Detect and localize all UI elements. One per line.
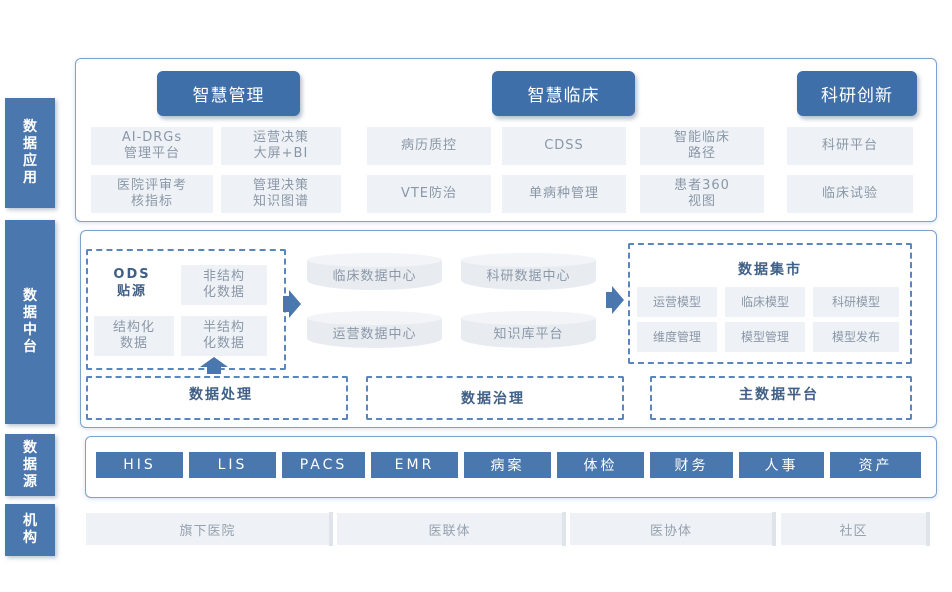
up-arrow-stem <box>207 366 221 374</box>
right-arrow-stem-1 <box>283 296 289 312</box>
data-processing-label: 数据处理 <box>189 387 253 403</box>
org-edge-3 <box>772 512 776 546</box>
up-arrow-icon <box>200 357 228 367</box>
app-cell-knowledge-graph: 管理决策 知识图谱 <box>221 175 341 213</box>
source-physical-exam: 体检 <box>557 452 644 478</box>
org-medical-alliance: 医联体 <box>337 513 562 545</box>
mart-cell-ops-model: 运营模型 <box>637 287 717 317</box>
source-pacs: PACS <box>282 452 365 478</box>
ods-title: ODS 贴源 <box>113 267 151 299</box>
data-governance-box <box>366 376 624 420</box>
mart-cell-clinical-model: 临床模型 <box>725 287 805 317</box>
source-his: HIS <box>96 452 183 478</box>
knowledge-base-platform: 知识库平台 <box>461 311 596 353</box>
data-mart-group <box>628 243 912 364</box>
app-cell-research-platform: 科研平台 <box>787 127 913 165</box>
org-medical-cooperation: 医协体 <box>570 513 772 545</box>
clinical-data-center: 临床数据中心 <box>307 253 442 295</box>
clinical-data-center-label: 临床数据中心 <box>332 269 417 284</box>
source-lis: LIS <box>189 452 276 478</box>
smart-management-header: 智慧管理 <box>157 71 300 116</box>
right-arrow-stem-2 <box>606 292 612 308</box>
operation-data-center: 运营数据中心 <box>307 311 442 353</box>
org-community: 社区 <box>781 513 926 545</box>
app-cell-patient-360: 患者360 视图 <box>640 175 764 213</box>
ods-cell-structured: 结构化 数据 <box>94 316 174 356</box>
sidebar-data-platform: 数据中台 <box>5 220 55 424</box>
knowledge-base-platform-label: 知识库平台 <box>493 327 564 342</box>
smart-clinical-header: 智慧临床 <box>492 71 635 116</box>
org-edge-1 <box>329 512 333 546</box>
source-assets: 资产 <box>830 452 921 478</box>
app-cell-ops-decision: 运营决策 大屏+BI <box>221 127 341 165</box>
app-cell-single-disease: 单病种管理 <box>502 175 626 213</box>
app-cell-vte: VTE防治 <box>367 175 491 213</box>
ods-cell-unstructured: 非结构 化数据 <box>181 265 267 305</box>
sidebar-data-application: 数据应用 <box>5 98 55 208</box>
ods-cell-semi-structured: 半结构 化数据 <box>181 316 267 356</box>
mart-cell-model-publish: 模型发布 <box>813 322 899 352</box>
right-arrow-icon-1 <box>289 290 301 318</box>
source-emr: EMR <box>371 452 458 478</box>
master-data-box <box>650 376 912 420</box>
sidebar-data-source: 数据源 <box>5 434 55 496</box>
org-affiliated-hospital: 旗下医院 <box>86 513 329 545</box>
app-cell-ai-drgs: AI-DRGs 管理平台 <box>91 127 213 165</box>
mart-cell-model-mgmt: 模型管理 <box>725 322 805 352</box>
source-finance: 财务 <box>650 452 733 478</box>
data-mart-title: 数据集市 <box>738 262 802 278</box>
app-cell-cdss: CDSS <box>502 127 626 165</box>
research-data-center: 科研数据中心 <box>461 253 596 295</box>
app-cell-clinical-trial: 临床试验 <box>787 175 913 213</box>
master-data-label: 主数据平台 <box>739 387 819 403</box>
org-edge-4 <box>926 512 930 546</box>
source-hr: 人事 <box>739 452 824 478</box>
app-cell-review-index: 医院评审考 核指标 <box>91 175 213 213</box>
research-data-center-label: 科研数据中心 <box>486 269 571 284</box>
sidebar-organization: 机构 <box>5 504 55 556</box>
org-edge-2 <box>562 512 566 546</box>
source-case: 病案 <box>464 452 551 478</box>
app-cell-record-qc: 病历质控 <box>367 127 491 165</box>
mart-cell-research-model: 科研模型 <box>813 287 899 317</box>
mart-cell-dimension-mgmt: 维度管理 <box>637 322 717 352</box>
data-governance-label: 数据治理 <box>461 391 525 407</box>
research-innovation-header: 科研创新 <box>797 71 917 116</box>
app-cell-clinical-path: 智能临床 路径 <box>640 127 764 165</box>
data-processing-box <box>86 376 348 420</box>
operation-data-center-label: 运营数据中心 <box>332 327 417 342</box>
right-arrow-icon-2 <box>612 286 624 314</box>
